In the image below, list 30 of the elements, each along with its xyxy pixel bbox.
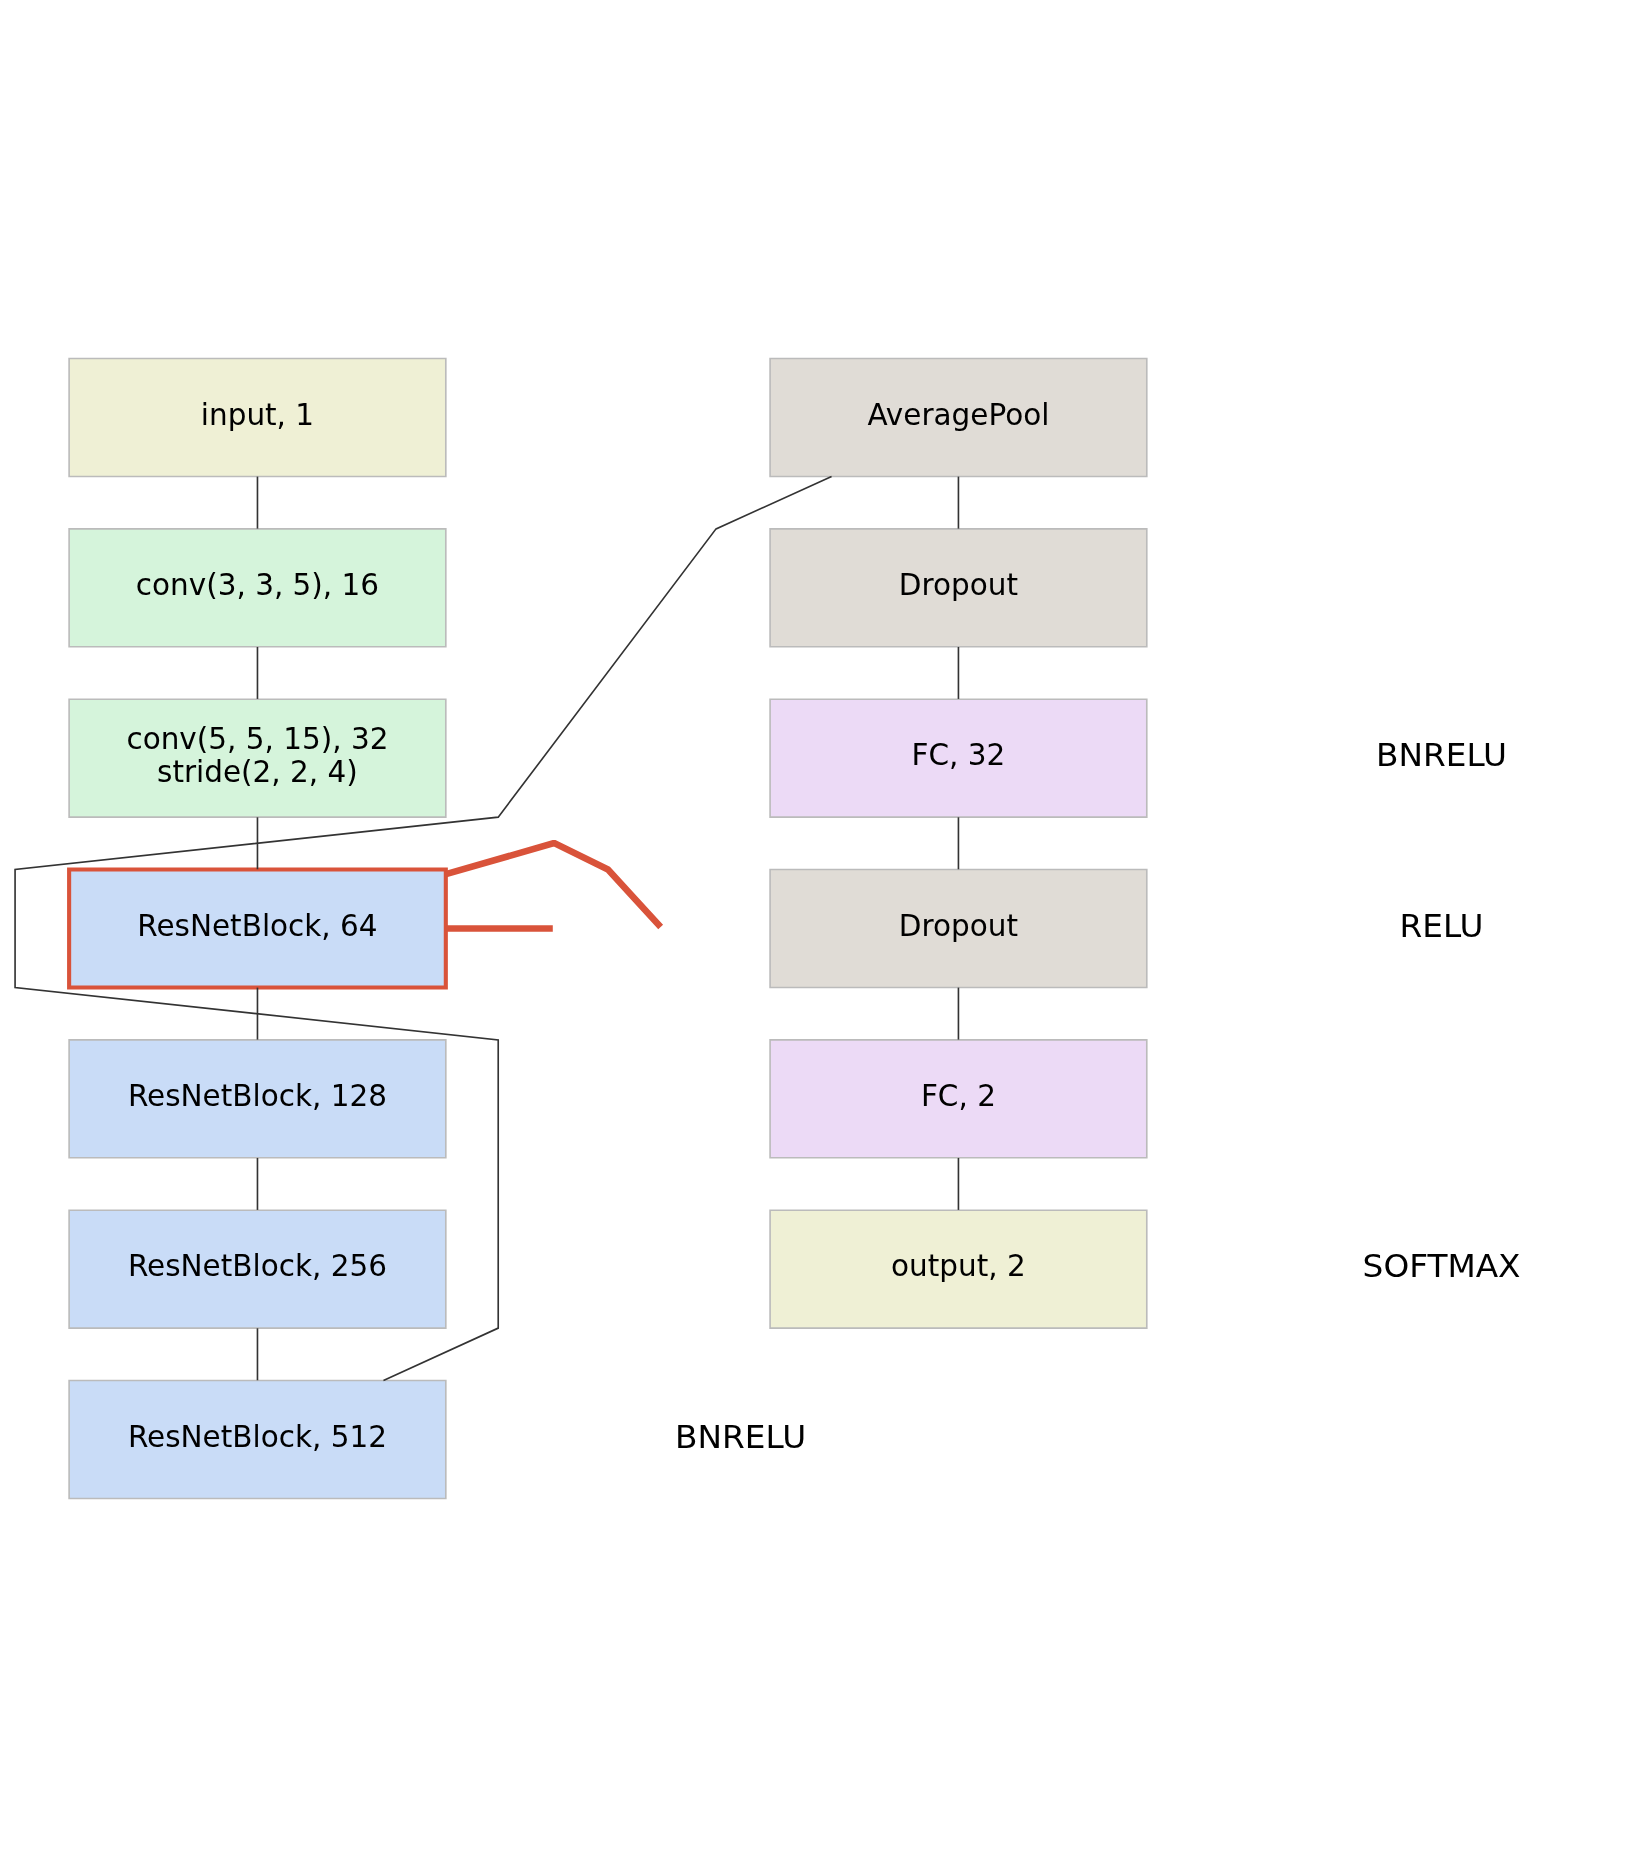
label: RELU (1399, 906, 1484, 945)
connector (256, 815, 259, 870)
node-box: AveragePool (769, 357, 1148, 477)
node-box: ResNetBlock, 64 (67, 867, 448, 989)
connector (256, 1156, 259, 1211)
node-box: Dropout (769, 868, 1148, 988)
connector (957, 645, 960, 700)
label: BNRELU (675, 1417, 807, 1456)
connector (957, 475, 960, 529)
node-box: ResNetBlock, 512 (68, 1379, 447, 1499)
connector (957, 986, 960, 1040)
node-box: conv(5, 5, 15), 32 stride(2, 2, 4) (68, 697, 447, 818)
node-box: Dropout (769, 527, 1148, 648)
connector (256, 645, 259, 700)
node-box: conv(3, 3, 5), 16 (68, 527, 447, 648)
label: BNRELU (1376, 735, 1508, 774)
connector (14, 475, 833, 1381)
connector (445, 839, 664, 929)
connector (256, 475, 259, 529)
connector (957, 815, 960, 870)
node-box: ResNetBlock, 128 (68, 1038, 447, 1159)
connector (256, 986, 259, 1040)
node-box: FC, 2 (769, 1038, 1148, 1159)
connector (957, 1156, 960, 1211)
node-box: ResNetBlock, 256 (68, 1208, 447, 1329)
connector (256, 1326, 259, 1381)
label: SOFTMAX (1362, 1246, 1521, 1285)
node-box: input, 1 (68, 357, 447, 477)
node-box: FC, 32 (769, 697, 1148, 818)
node-box: output, 2 (769, 1208, 1148, 1329)
